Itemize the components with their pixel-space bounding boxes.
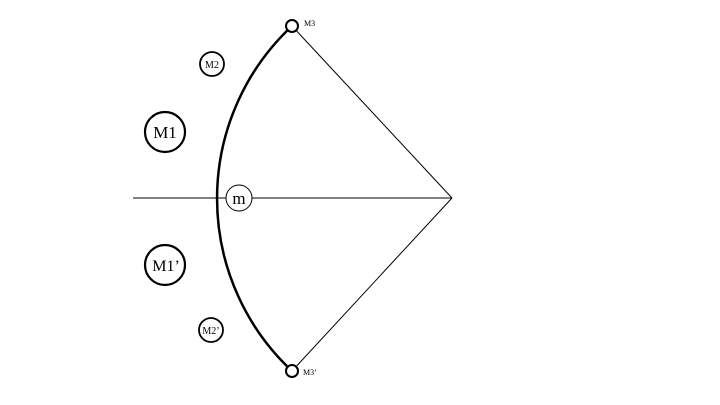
node-M2: M2 (199, 51, 225, 77)
node-M2-label: M2 (205, 60, 219, 71)
node-M1-prime: M1’ (143, 243, 187, 287)
node-M3-circle (285, 19, 299, 33)
node-M1-prime-circle (143, 243, 187, 287)
node-M3: M3 (285, 19, 315, 33)
node-M3-label: M3 (304, 19, 315, 28)
node-M2-prime-label: M2’ (202, 326, 219, 337)
node-m: m (225, 184, 253, 212)
node-M2-prime: M2’ (198, 317, 224, 343)
node-M2-circle (199, 51, 225, 77)
node-M2-prime-circle (198, 317, 224, 343)
node-M3-prime-label: M3’ (303, 368, 317, 377)
node-M3-prime-circle (285, 364, 299, 378)
node-M1-label: M1 (153, 123, 177, 142)
radial-line-upper (291, 25, 453, 199)
node-M3-prime: M3’ (285, 364, 317, 378)
node-M1-circle (143, 110, 187, 154)
node-m-circle (225, 184, 253, 212)
node-m-label: m (232, 189, 245, 208)
radial-line-lower (291, 197, 453, 372)
node-M1: M1 (143, 110, 187, 154)
node-M1-prime-label: M1’ (152, 258, 180, 275)
arc (215, 25, 293, 372)
